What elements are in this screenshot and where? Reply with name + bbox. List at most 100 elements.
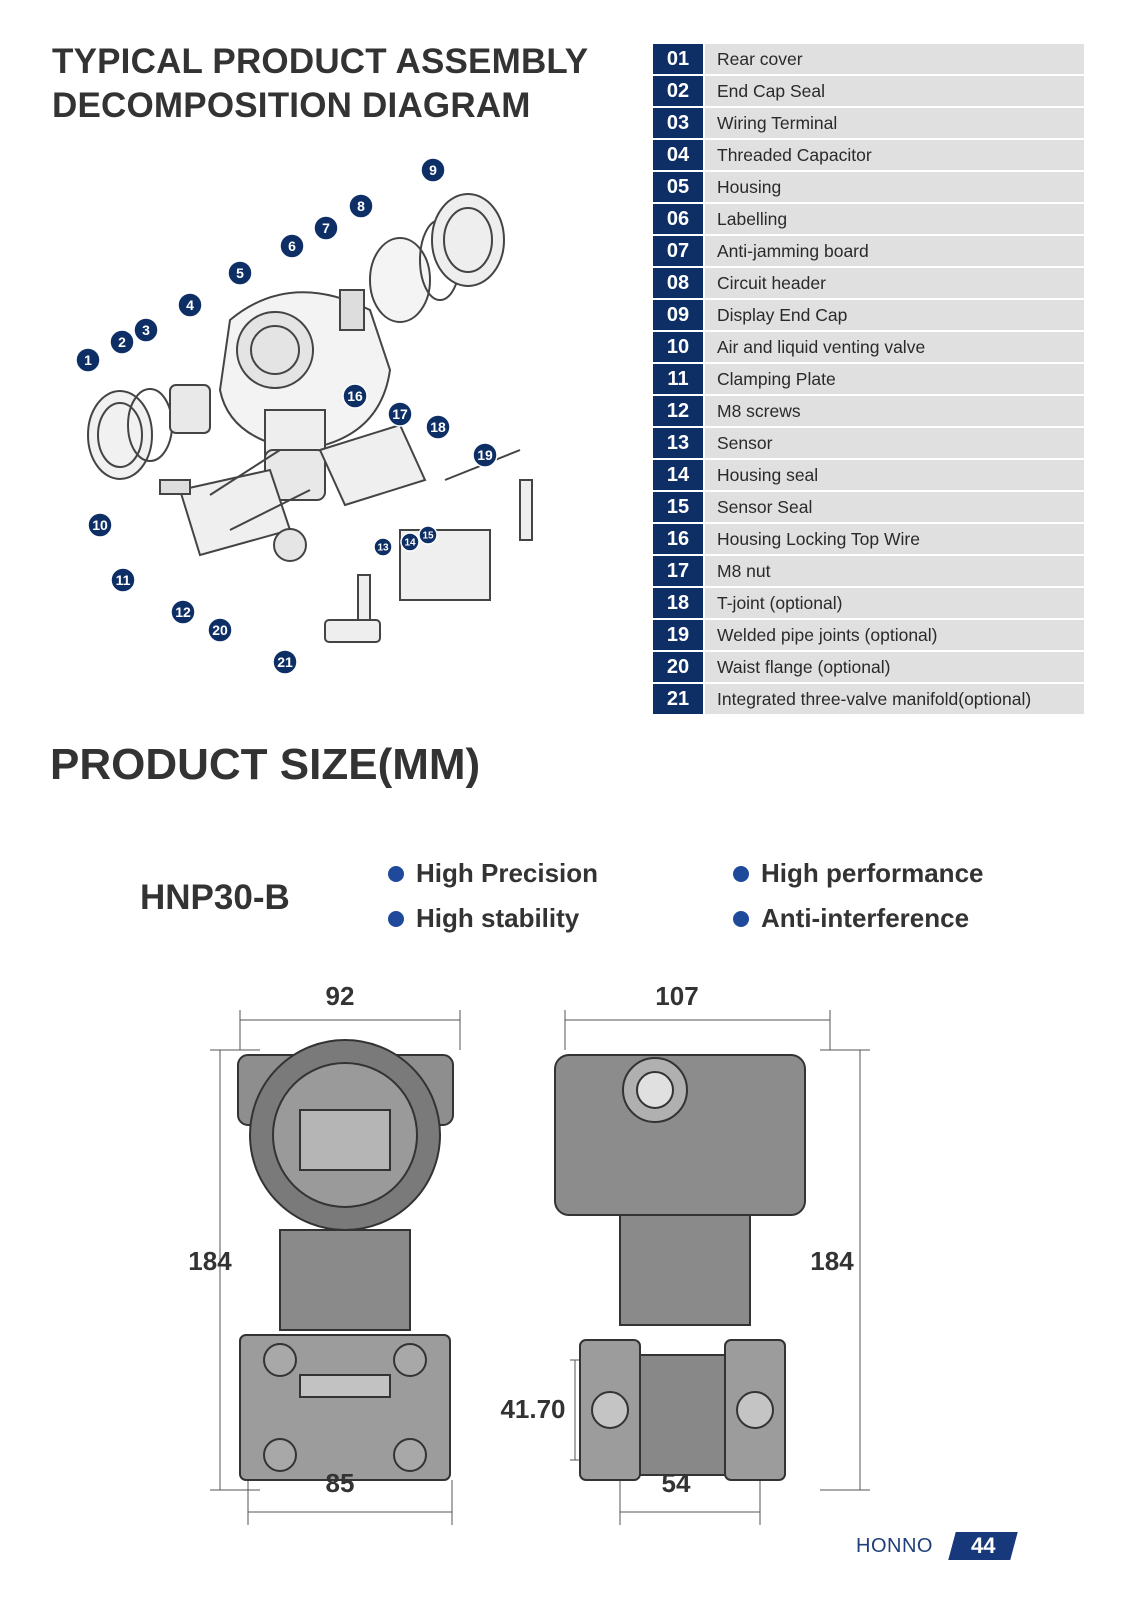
part-label: Welded pipe joints (optional) xyxy=(705,620,1084,650)
part-label: Waist flange (optional) xyxy=(705,652,1084,682)
part-label: Housing seal xyxy=(705,460,1084,490)
dim-side-top-width: 107 xyxy=(655,981,698,1011)
bullet-icon xyxy=(388,865,404,882)
part-label: Rear cover xyxy=(705,44,1084,74)
callout-number: 2 xyxy=(118,334,126,350)
callout-number: 9 xyxy=(429,162,437,178)
part-label: Air and liquid venting valve xyxy=(705,332,1084,362)
callout-badge: 9 xyxy=(420,157,446,183)
part-label: Housing xyxy=(705,172,1084,202)
part-label: Anti-jamming board xyxy=(705,236,1084,266)
feature-label: High Precision xyxy=(416,858,599,888)
part-number: 13 xyxy=(653,428,703,458)
dim-front-bottom-width: 85 xyxy=(326,1468,355,1498)
feature-item: High Precision xyxy=(388,858,598,889)
callout-badge: 21 xyxy=(272,649,298,675)
callout-number: 17 xyxy=(392,406,408,422)
part-number: 02 xyxy=(653,76,703,106)
callout-badge: 15 xyxy=(418,525,438,545)
callout-badge: 13 xyxy=(373,537,393,557)
callout-badge: 7 xyxy=(313,215,339,241)
part-number: 19 xyxy=(653,620,703,650)
part-number: 06 xyxy=(653,204,703,234)
feature-label: Anti-interference xyxy=(761,903,970,933)
page-number-badge: 44 xyxy=(948,1532,1018,1560)
callout-number: 12 xyxy=(175,604,191,620)
callout-badge: 2 xyxy=(109,329,135,355)
part-label: T-joint (optional) xyxy=(705,588,1084,618)
part-label: Threaded Capacitor xyxy=(705,140,1084,170)
dim-side-bottom-width: 54 xyxy=(662,1468,691,1498)
feature-label: High stability xyxy=(416,903,580,933)
part-label: Display End Cap xyxy=(705,300,1084,330)
feature-item: High stability xyxy=(388,903,579,934)
part-number: 08 xyxy=(653,268,703,298)
part-label: Integrated three-valve manifold(optional… xyxy=(705,684,1084,714)
page-number: 44 xyxy=(970,1533,996,1558)
part-number: 21 xyxy=(653,684,703,714)
callout-badge: 1 xyxy=(75,347,101,373)
callout-number: 7 xyxy=(322,220,330,236)
dim-side-port-spacing: 41.70 xyxy=(500,1394,565,1424)
part-label: M8 screws xyxy=(705,396,1084,426)
part-number: 12 xyxy=(653,396,703,426)
callout-number: 16 xyxy=(347,388,363,404)
feature-item: High performance xyxy=(733,858,984,889)
callout-number: 19 xyxy=(477,447,493,463)
part-number: 01 xyxy=(653,44,703,74)
assembly-title-line2: DECOMPOSITION DIAGRAM xyxy=(52,86,531,125)
assembly-title-line1: TYPICAL PRODUCT ASSEMBLY xyxy=(52,42,589,81)
part-label: Circuit header xyxy=(705,268,1084,298)
callout-number: 8 xyxy=(357,198,365,214)
bullet-icon xyxy=(733,865,749,882)
part-number: 11 xyxy=(653,364,703,394)
part-number: 07 xyxy=(653,236,703,266)
callout-number: 10 xyxy=(92,517,108,533)
part-label: Sensor Seal xyxy=(705,492,1084,522)
callout-badge: 11 xyxy=(110,567,136,593)
part-label: Clamping Plate xyxy=(705,364,1084,394)
callout-number: 21 xyxy=(277,654,293,670)
part-number: 05 xyxy=(653,172,703,202)
callout-badge: 8 xyxy=(348,193,374,219)
callout-badge: 16 xyxy=(342,383,368,409)
part-number: 16 xyxy=(653,524,703,554)
part-number: 20 xyxy=(653,652,703,682)
part-label: M8 nut xyxy=(705,556,1084,586)
brand-name: HONNO xyxy=(856,1535,933,1557)
part-label: Housing Locking Top Wire xyxy=(705,524,1084,554)
part-number: 17 xyxy=(653,556,703,586)
part-number: 09 xyxy=(653,300,703,330)
callout-badge: 14 xyxy=(400,532,420,552)
callout-number: 13 xyxy=(377,543,389,554)
dimension-drawings: 92 184 85 107 184 41.70 54 xyxy=(188,981,870,1525)
callout-number: 1 xyxy=(84,352,92,368)
callout-number: 4 xyxy=(186,297,194,313)
part-number: 04 xyxy=(653,140,703,170)
callout-number: 20 xyxy=(212,622,228,638)
assembly-title: TYPICAL PRODUCT ASSEMBLY DECOMPOSITION D… xyxy=(52,40,588,128)
callout-badge: 12 xyxy=(170,599,196,625)
bullet-icon xyxy=(388,910,404,927)
callout-badge: 17 xyxy=(387,401,413,427)
callout-number: 6 xyxy=(288,238,296,254)
callout-badge: 20 xyxy=(207,617,233,643)
callout-number: 11 xyxy=(116,572,131,588)
part-number: 03 xyxy=(653,108,703,138)
